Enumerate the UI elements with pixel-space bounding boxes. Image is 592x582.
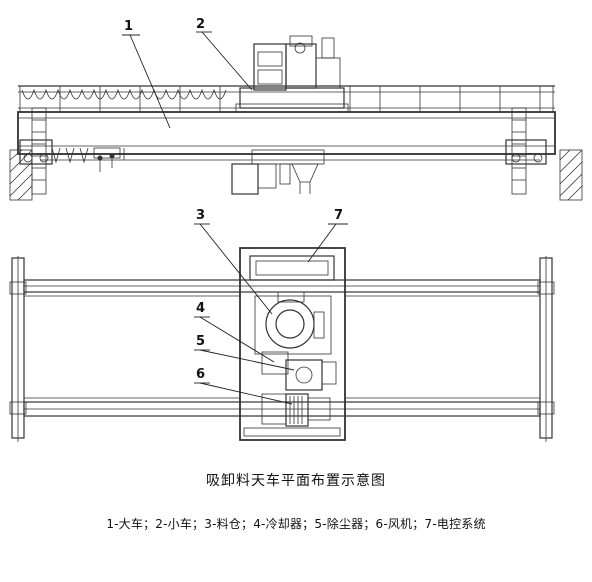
right-ladder xyxy=(505,107,547,195)
callout-5: 5 xyxy=(196,334,205,349)
trolley xyxy=(235,35,349,113)
cable-carriers xyxy=(51,147,125,172)
callout-4: 4 xyxy=(196,301,205,316)
callout-2: 2 xyxy=(196,17,205,32)
plan-girders xyxy=(23,279,541,417)
diagram-legend: 1-大车；2-小车；3-料仓；4-冷却器；5-除尘器；6-风机；7-电控系统 xyxy=(106,517,486,531)
bridge-girder xyxy=(17,111,556,161)
plan-view xyxy=(9,247,555,442)
elevation-view xyxy=(9,35,583,201)
diagram-title: 吸卸料天车平面布置示意图 xyxy=(206,473,386,489)
plan-trolley xyxy=(239,247,346,441)
callout-leaders xyxy=(122,31,348,405)
left-ladder xyxy=(19,107,53,195)
crane-layout-diagram: 1 2 3 7 4 5 6 xyxy=(9,17,583,442)
left-support xyxy=(9,149,33,201)
callout-1: 1 xyxy=(124,19,133,34)
callout-7: 7 xyxy=(334,208,343,223)
right-end-truck xyxy=(537,256,555,442)
right-support xyxy=(559,149,583,201)
festoon-cables xyxy=(21,88,227,100)
callout-3: 3 xyxy=(196,208,205,223)
hopper-below xyxy=(231,149,325,195)
callout-6: 6 xyxy=(196,367,205,382)
left-end-truck xyxy=(9,256,27,442)
